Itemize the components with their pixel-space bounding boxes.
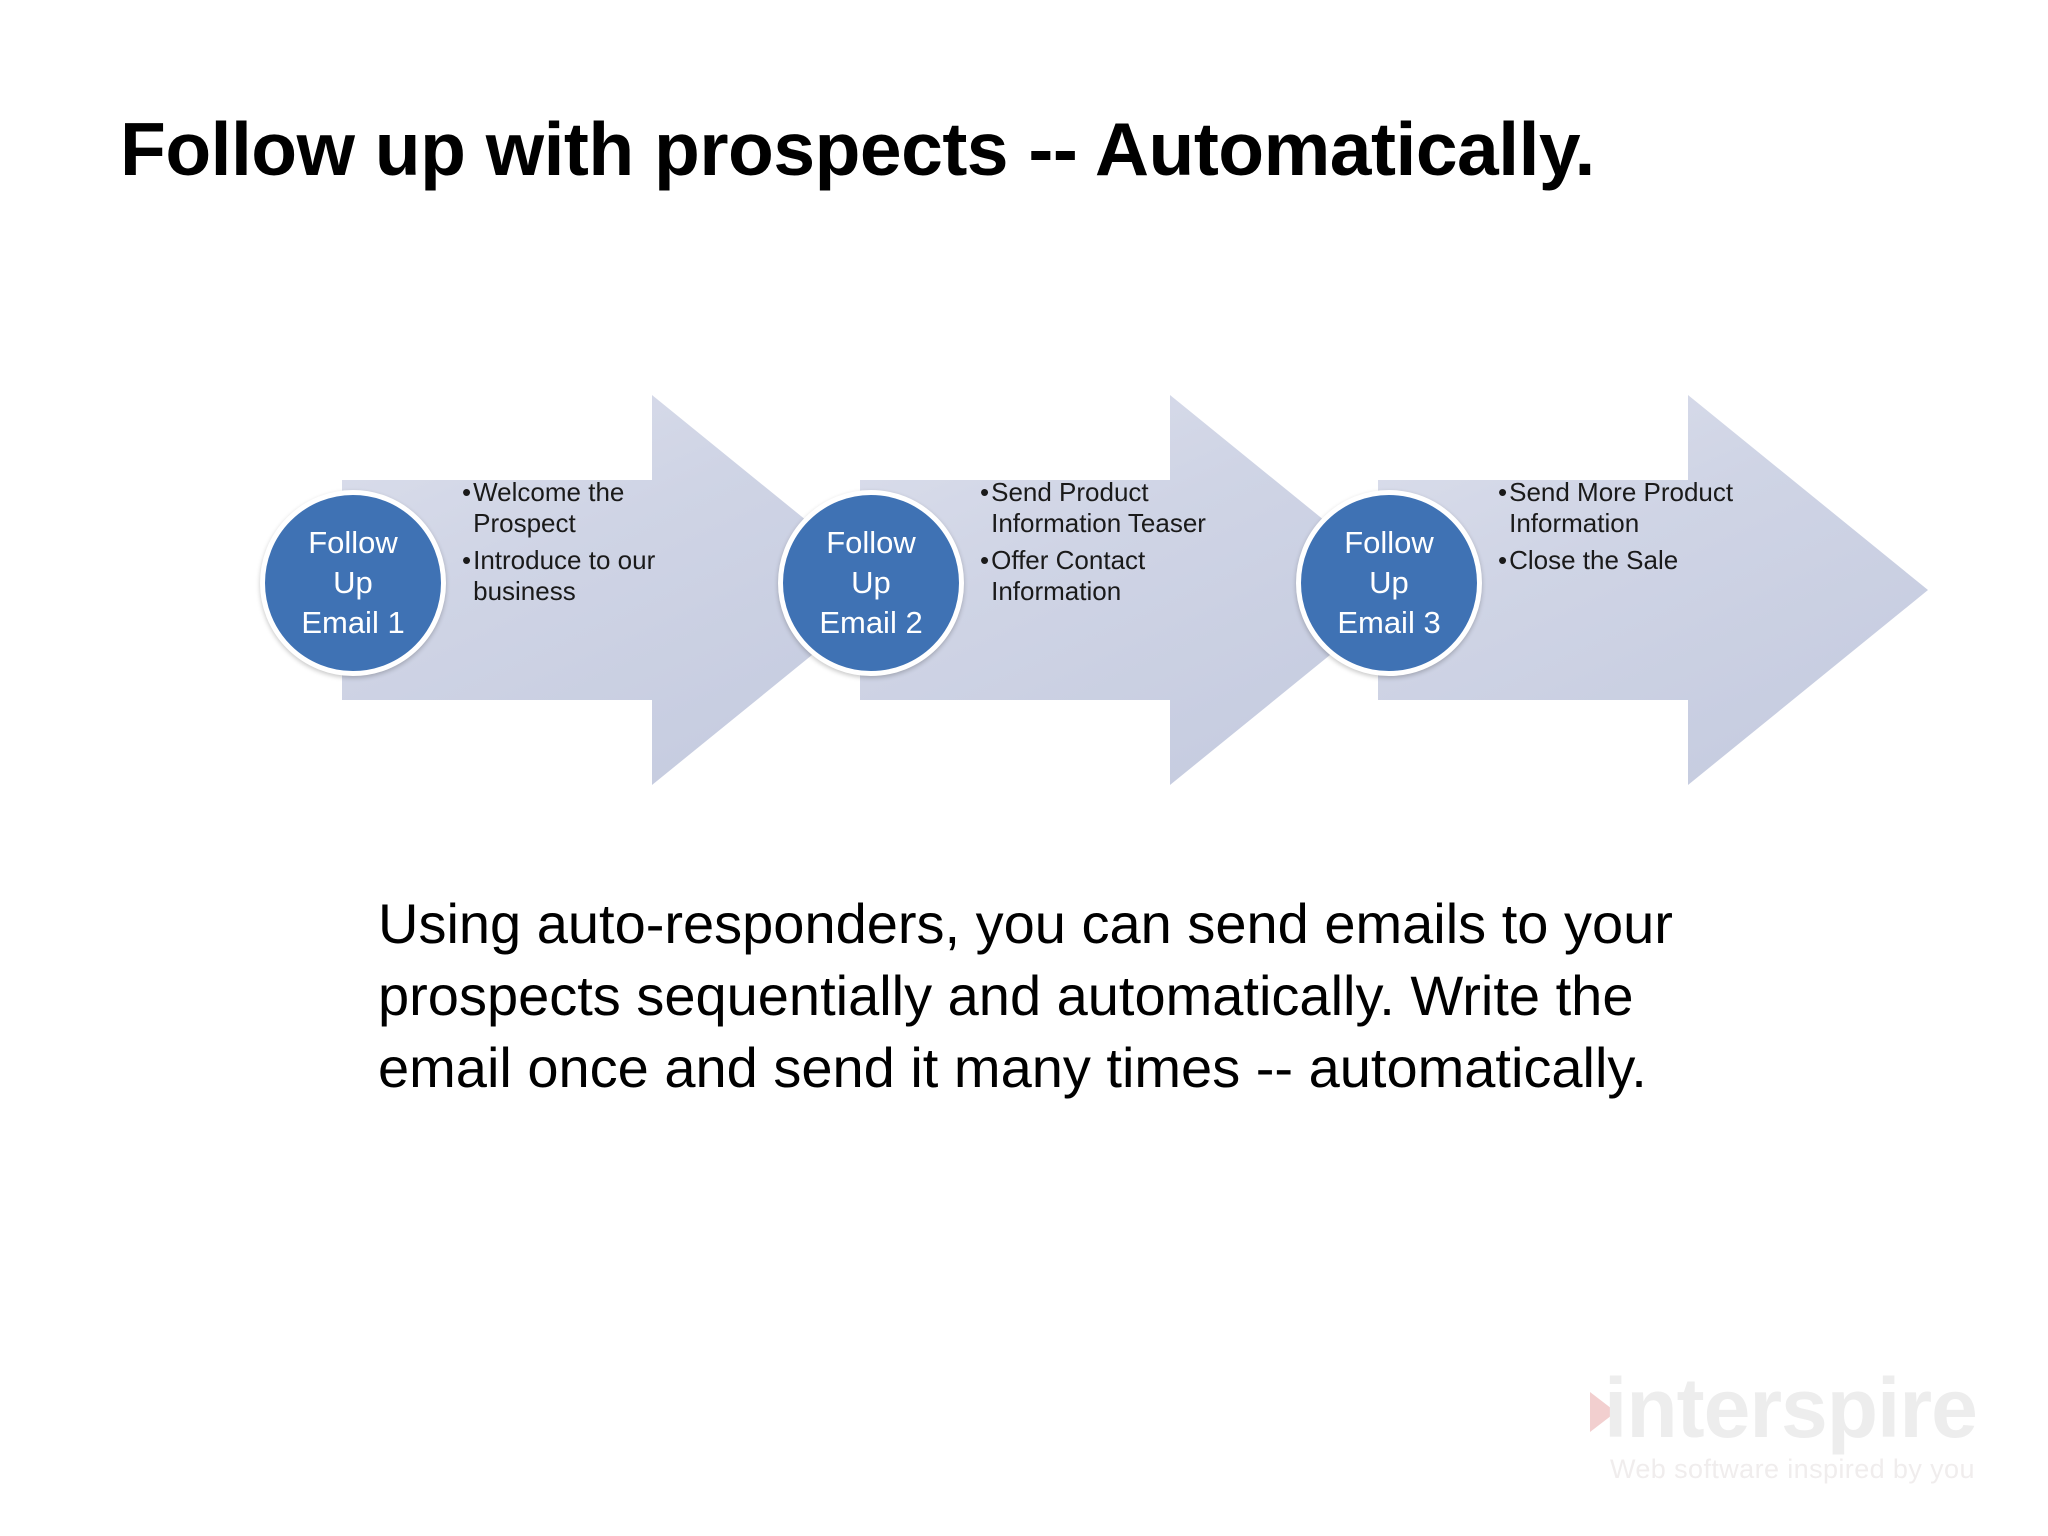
logo-arrow-icon [1590, 1392, 1616, 1432]
list-item: • Send More Product Information [1498, 477, 1758, 538]
process-stage-1[interactable]: Follow Up Email 1 • Welcome the Prospect… [260, 395, 892, 785]
list-item-label: Introduce to our business [473, 545, 656, 607]
process-stage-2[interactable]: Follow Up Email 2 • Send Product Informa… [778, 395, 1410, 785]
list-item: • Close the Sale [1498, 545, 1758, 576]
list-item: • Offer Contact Information [980, 545, 1240, 606]
list-item-label: Offer Contact Information [991, 545, 1146, 607]
bullet-dot-icon: • [1498, 477, 1508, 507]
list-item-label: Send Product Information Teaser [991, 477, 1206, 538]
list-item-label: Send More Product Information [1509, 477, 1734, 538]
stage-badge-1: Follow Up Email 1 [260, 490, 446, 676]
stage-badge-line-2: Up [333, 564, 373, 600]
stage-bullet-list-2: • Send Product Information Teaser • Offe… [980, 477, 1240, 614]
stage-badge-line-1: Follow [826, 524, 916, 560]
bullet-dot-icon: • [462, 477, 472, 507]
logo-wordmark: interspire [1604, 1361, 1978, 1455]
stage-bullet-list-3: • Send More Product Information • Close … [1498, 477, 1758, 583]
interspire-logo: interspire Web software inspired by you [1590, 1366, 2010, 1498]
stage-badge-line-2: Up [1369, 564, 1409, 600]
chevron-arrow-icon [1378, 395, 1928, 785]
process-diagram: Follow Up Email 1 • Welcome the Prospect… [0, 395, 2048, 785]
stage-badge-line-1: Follow [308, 524, 398, 560]
logo-tagline: Web software inspired by you [1610, 1454, 1975, 1484]
bullet-dot-icon: • [1498, 545, 1508, 576]
list-item: • Introduce to our business [462, 545, 722, 606]
bullet-dot-icon: • [462, 545, 472, 576]
stage-badge-line-2: Up [851, 564, 891, 600]
list-item: • Welcome the Prospect [462, 477, 722, 538]
bullet-dot-icon: • [980, 545, 990, 576]
stage-badge-2: Follow Up Email 2 [778, 490, 964, 676]
stage-bullet-list-1: • Welcome the Prospect • Introduce to ou… [462, 477, 722, 614]
stage-badge-line-3: Email 2 [819, 605, 923, 641]
stage-badge-line-3: Email 1 [301, 605, 405, 641]
list-item-label: Close the Sale [1509, 545, 1679, 576]
bullet-dot-icon: • [980, 477, 990, 507]
list-item: • Send Product Information Teaser [980, 477, 1240, 538]
chevron-arrow-icon [342, 395, 892, 785]
list-item-label: Welcome the Prospect [473, 477, 625, 538]
body-paragraph: Using auto-responders, you can send emai… [378, 892, 1673, 1100]
page-title: Follow up with prospects -- Automaticall… [120, 107, 1595, 191]
stage-badge-3: Follow Up Email 3 [1296, 490, 1482, 676]
stage-badge-line-1: Follow [1344, 524, 1434, 560]
process-stage-3[interactable]: Follow Up Email 3 • Send More Product In… [1296, 395, 1928, 785]
stage-badge-line-3: Email 3 [1337, 605, 1441, 641]
chevron-arrow-icon [860, 395, 1410, 785]
